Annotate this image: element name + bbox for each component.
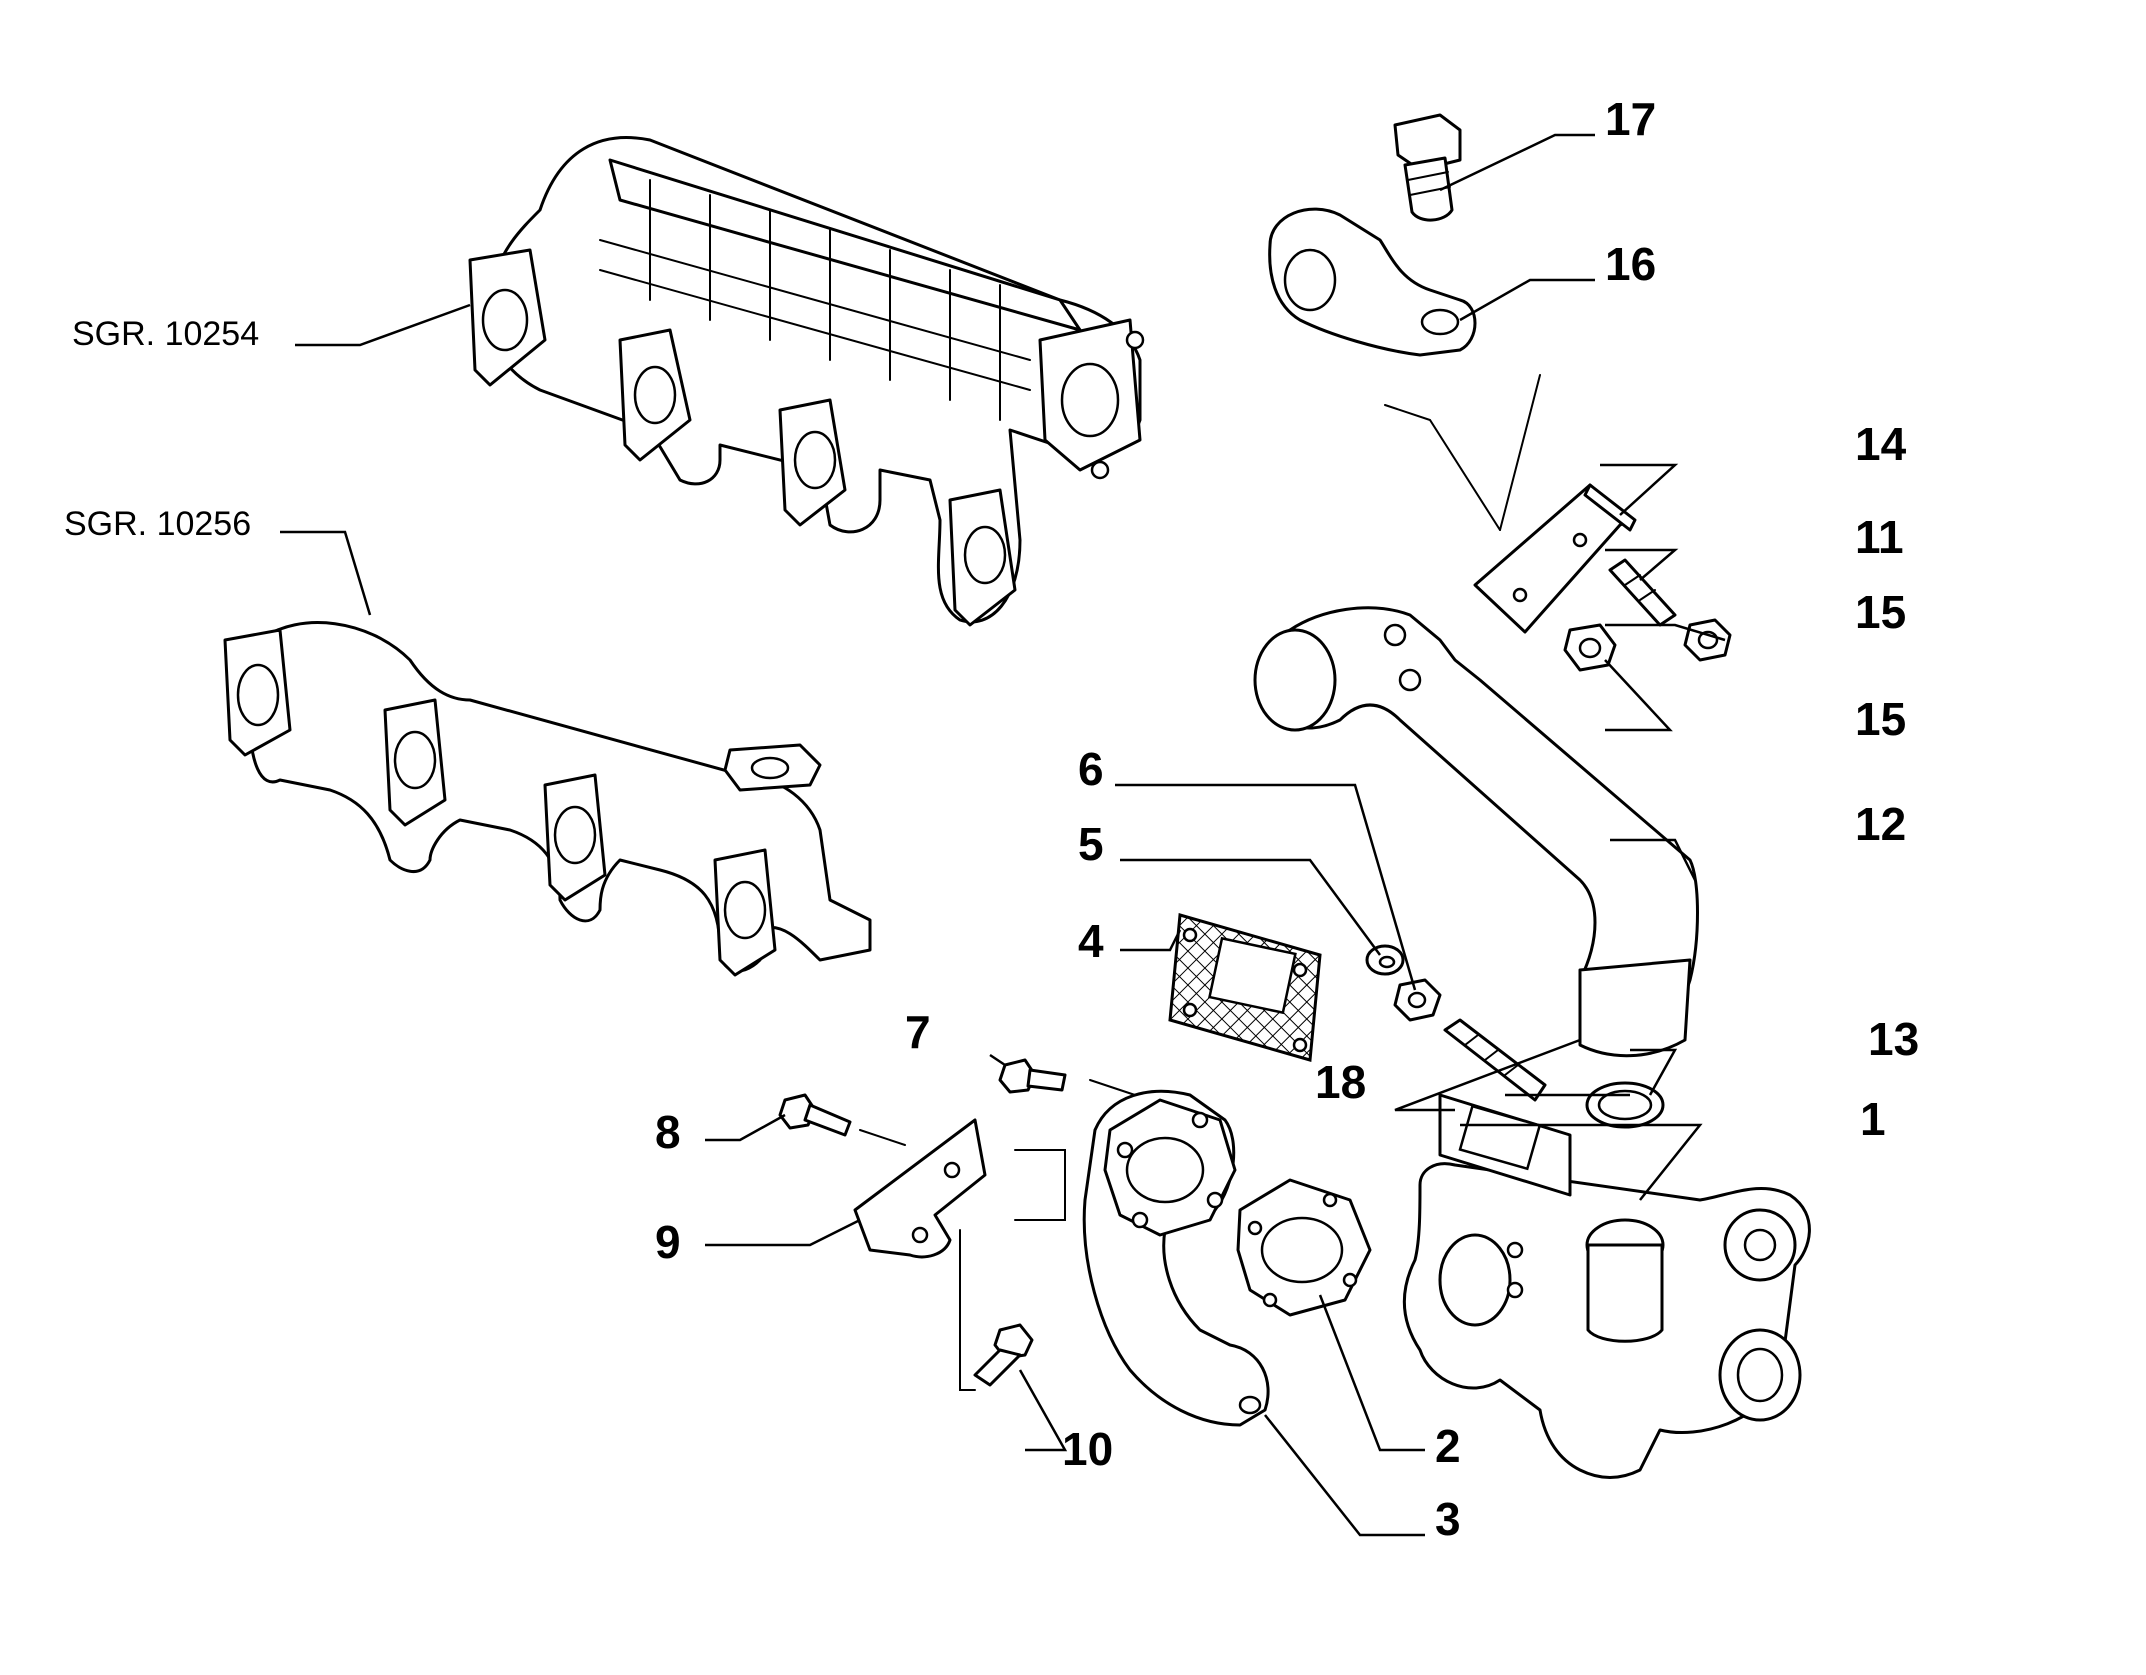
callout-14: 14 <box>1855 418 1907 470</box>
exhaust-manifold-upper <box>468 136 1145 627</box>
nut-15b <box>1563 623 1617 672</box>
pipe-12 <box>1253 606 1699 1058</box>
callout-3: 3 <box>1435 1493 1461 1545</box>
stud-11 <box>1608 558 1677 627</box>
callout-6: 6 <box>1078 743 1104 795</box>
callout-numbers: 1 2 3 4 5 6 7 8 9 10 11 12 13 14 15 15 1… <box>655 93 1919 1545</box>
callout-15b: 15 <box>1855 693 1906 745</box>
washer-5 <box>1365 944 1405 976</box>
reference-labels: SGR. 10254 SGR. 10256 <box>64 315 259 543</box>
callout-12: 12 <box>1855 798 1906 850</box>
bolt-10 <box>973 1323 1034 1387</box>
callout-18: 18 <box>1315 1056 1366 1108</box>
callout-11: 11 <box>1855 511 1904 563</box>
exhaust-manifold-lower <box>223 621 872 977</box>
stud-18 <box>1443 1018 1547 1102</box>
bolt-7 <box>998 1058 1067 1094</box>
gasket-2 <box>1236 1178 1372 1317</box>
callout-2: 2 <box>1435 1420 1461 1472</box>
callout-13: 13 <box>1868 1013 1919 1065</box>
callout-5: 5 <box>1078 818 1104 870</box>
callout-16: 16 <box>1605 238 1656 290</box>
bolt-17 <box>1393 113 1462 222</box>
callout-9: 9 <box>655 1216 681 1268</box>
bracket-9 <box>853 1118 987 1259</box>
nut-6 <box>1393 978 1442 1022</box>
callout-7: 7 <box>905 1006 931 1058</box>
ref-label-sgr-10254: SGR. 10254 <box>72 315 259 353</box>
callout-17: 17 <box>1605 93 1656 145</box>
gasket-4 <box>1168 913 1322 1062</box>
callout-4: 4 <box>1078 915 1104 967</box>
callout-10: 10 <box>1062 1423 1113 1475</box>
callout-15a: 15 <box>1855 586 1906 638</box>
turbocharger-1 <box>1402 1093 1811 1479</box>
leader-lines <box>280 133 1726 1537</box>
bolt-8 <box>778 1093 852 1137</box>
callout-8: 8 <box>655 1106 681 1158</box>
ref-label-sgr-10256: SGR. 10256 <box>64 505 251 543</box>
clamp-16 <box>1268 207 1477 357</box>
callout-1: 1 <box>1860 1093 1886 1145</box>
nut-15a <box>1683 618 1732 662</box>
bracket-14 <box>1473 483 1637 634</box>
elbow-pipe-3 <box>1082 1089 1270 1427</box>
